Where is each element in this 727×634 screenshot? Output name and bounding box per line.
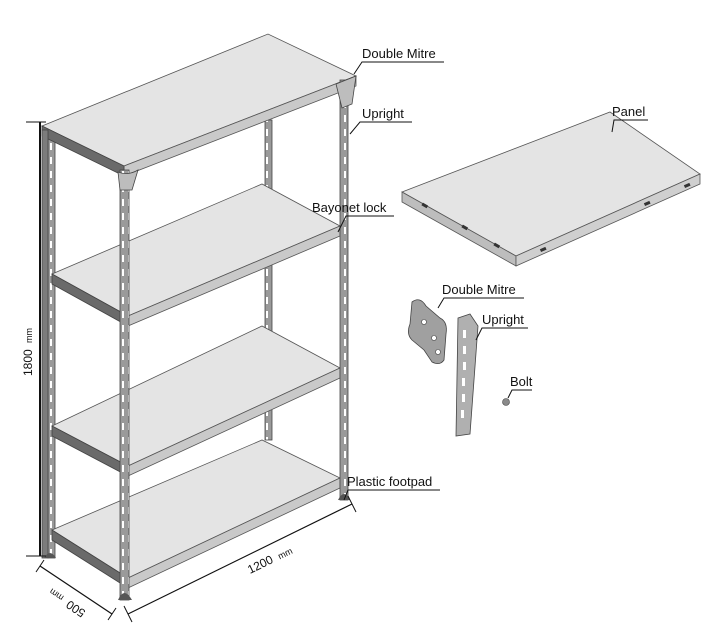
upright-part: [455, 313, 479, 437]
callout-plastic-footpad: Plastic footpad: [343, 474, 440, 501]
height-dimension-label: 1800 mm: [21, 328, 35, 376]
callout-panel: Panel: [611, 104, 648, 133]
shelf-2: [51, 183, 341, 327]
shelf-1-top: [41, 33, 358, 177]
shelf-4: [51, 439, 341, 589]
bolt-part: [502, 398, 510, 406]
upright-label: Upright: [362, 106, 404, 121]
double-mitre-part: [408, 299, 447, 364]
double-mitre-label: Double Mitre: [362, 46, 436, 61]
callout-upright-part: Upright: [475, 312, 528, 341]
callout-double-mitre-top: Double Mitre: [353, 46, 444, 75]
depth-dimension-label: 500 mm: [46, 586, 88, 621]
width-dimension-label: 1200 mm: [245, 543, 294, 577]
plastic-footpad-label: Plastic footpad: [347, 474, 432, 489]
upright-side-left: [41, 129, 49, 559]
double-mitre-bracket-front: [117, 169, 139, 191]
footpad-back-left: [44, 553, 56, 558]
shelving-unit: [41, 33, 358, 601]
footpad-front-left: [118, 593, 132, 600]
dimension-height: 1800 mm: [21, 121, 46, 557]
shelf-3: [51, 325, 341, 477]
double-mitre-bracket-right: [335, 75, 357, 109]
upright-part-label: Upright: [482, 312, 524, 327]
callout-upright-top: Upright: [349, 106, 412, 135]
callout-bayonet-lock: Bayonet lock: [312, 200, 394, 233]
bolt-label: Bolt: [510, 374, 533, 389]
upright-front-left: [119, 169, 130, 601]
bayonet-lock-label: Bayonet lock: [312, 200, 387, 215]
footpad-front-right: [338, 494, 350, 500]
panel-label: Panel: [612, 104, 645, 119]
double-mitre-part-label: Double Mitre: [442, 282, 516, 297]
callout-bolt: Bolt: [507, 374, 533, 399]
upright-front-right: [339, 79, 349, 501]
panel-part: [401, 111, 701, 267]
callout-double-mitre-part: Double Mitre: [437, 282, 524, 309]
upright-back-left: [47, 127, 56, 559]
